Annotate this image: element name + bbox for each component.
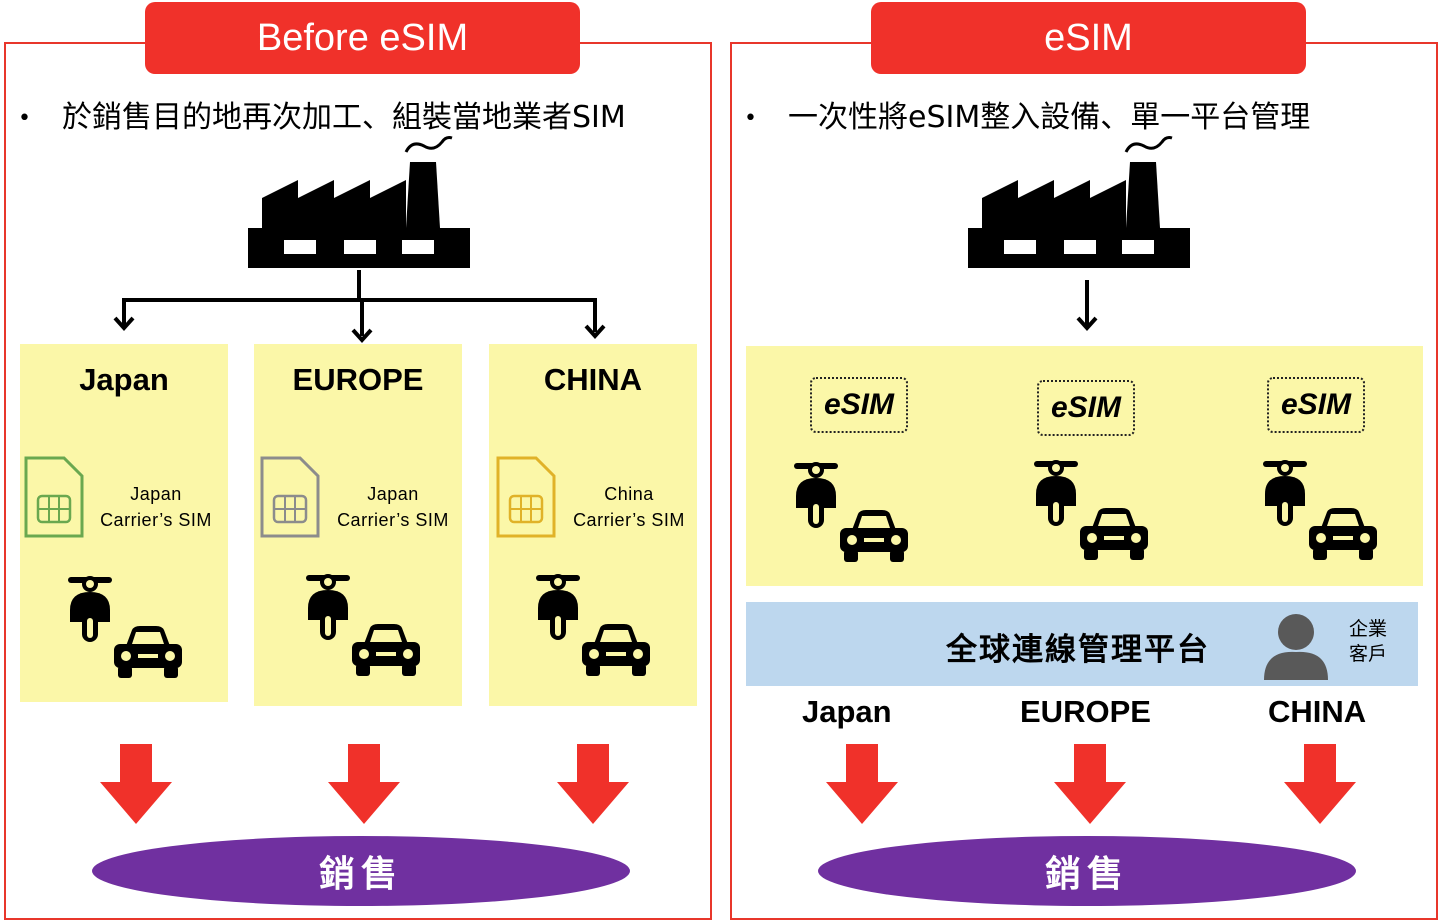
region-name-europe: EUROPE — [1020, 694, 1151, 729]
car-icon — [350, 622, 422, 678]
scooter-icon — [1257, 458, 1313, 526]
scooter-icon — [530, 572, 586, 640]
down-arrow-icon — [557, 744, 629, 824]
down-arrow-icon — [1054, 744, 1126, 824]
scooter-icon — [300, 572, 356, 640]
down-arrow-icon — [328, 744, 400, 824]
sim-card-icon — [496, 456, 556, 538]
car-icon — [580, 622, 652, 678]
down-arrow-icon — [1284, 744, 1356, 824]
car-icon — [838, 508, 910, 564]
car-icon — [112, 624, 184, 680]
down-arrow-icon — [100, 744, 172, 824]
scooter-icon — [1028, 458, 1084, 526]
esim-bullet: •一次性將eSIM整入設備、單一平台管理 — [744, 100, 1311, 135]
before-esim-bullet: •於銷售目的地再次加工、組裝當地業者SIM — [18, 100, 626, 135]
sim-card-icon — [24, 456, 84, 538]
connectivity-platform-bar: 全球連線管理平台 企業客戶 — [746, 602, 1418, 686]
car-icon — [1078, 506, 1150, 562]
region-title-europe: EUROPE — [292, 362, 424, 397]
region-name-china: CHINA — [1268, 694, 1367, 729]
esim-chip: eSIM — [1037, 380, 1135, 436]
region-name-japan: Japan — [802, 694, 892, 729]
esim-chip: eSIM — [810, 377, 908, 433]
esim-chip: eSIM — [1267, 377, 1365, 433]
enterprise-customer-label: 企業客戶 — [1348, 618, 1387, 665]
down-arrow-icon — [826, 744, 898, 824]
user-icon — [1264, 614, 1328, 680]
region-title-japan: Japan — [79, 362, 169, 397]
before-esim-title: Before eSIM — [145, 2, 580, 74]
region-title-china: CHINA — [543, 362, 643, 397]
scooter-icon — [788, 460, 844, 528]
sim-card-icon — [260, 456, 320, 538]
scooter-icon — [62, 574, 118, 642]
esim-title: eSIM — [871, 2, 1306, 74]
sales-ellipse: 銷售 — [92, 836, 630, 906]
sales-ellipse: 銷售 — [818, 836, 1356, 906]
platform-title: 全球連線管理平台 — [946, 632, 1210, 668]
car-icon — [1307, 506, 1379, 562]
